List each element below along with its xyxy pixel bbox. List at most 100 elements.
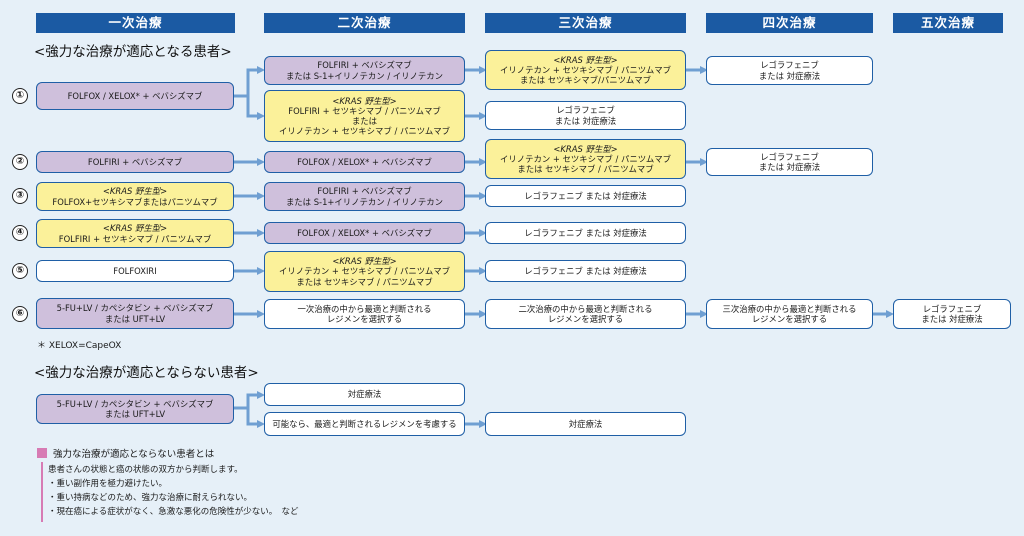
header-first-line: 一次治療	[36, 13, 235, 33]
box-text-line: <KRAS 野生型>	[332, 95, 397, 106]
regimen-box: <KRAS 野生型>イリノテカン + セツキシマブ / パニツムマブまたは セツ…	[264, 251, 465, 292]
regimen-box: FOLFIRI + ベバシズマブまたは S-1+イリノテカン / イリノテカン	[264, 182, 465, 211]
regimen-box: 対症療法	[264, 383, 465, 406]
regimen-box: 一次治療の中から最適と判断されるレジメンを選択する	[264, 299, 465, 329]
row-number-4: ④	[12, 225, 28, 241]
footnote-xelox: ＊ XELOX=CapeOX	[37, 341, 122, 351]
regimen-box: <KRAS 野生型>イリノテカン + セツキシマブ / パニツムマブまたは セツ…	[485, 139, 686, 179]
box-text-line: イリノテカン + セツキシマブ / パニツムマブ	[278, 266, 451, 277]
box-text-line: または S-1+イリノテカン / イリノテカン	[285, 70, 444, 81]
regimen-box: FOLFOX / XELOX* + ベバシズマブ	[264, 222, 465, 244]
box-text-line: イリノテカン + セツキシマブ / パニツムマブ	[278, 126, 451, 137]
row-number-3: ③	[12, 188, 28, 204]
box-text-line: 可能なら、最適と判断されるレジメンを考慮する	[272, 418, 457, 429]
legend-line: 患者さんの状態と癌の状態の双方から判断します。	[48, 465, 243, 475]
section-title-non-intensive: <強力な治療が適応とならない患者>	[34, 365, 259, 381]
row-number-2: ②	[12, 154, 28, 170]
regimen-box: FOLFIRI + ベバシズマブ	[36, 151, 234, 173]
header-fifth-line: 五次治療	[893, 13, 1003, 33]
box-text-line: FOLFOX / XELOX* + ベバシズマブ	[67, 90, 203, 101]
box-text-line: FOLFOX / XELOX* + ベバシズマブ	[297, 227, 432, 238]
row-number-5: ⑤	[12, 263, 28, 279]
box-text-line: 5-FU+LV / カペシタビン + ベバシズマブ	[56, 303, 214, 314]
regimen-box: FOLFOX / XELOX* + ベバシズマブ	[36, 82, 234, 110]
box-text-line: FOLFIRI + ベバシズマブ	[87, 156, 183, 167]
box-text-line: FOLFOX+セツキシマブまたはパニツムマブ	[52, 196, 218, 207]
box-text-line: 5-FU+LV / カペシタビン + ベバシズマブ	[56, 398, 214, 409]
box-text-line: FOLFIRI + セツキシマブ / パニツムマブ	[58, 233, 212, 244]
regimen-box: FOLFIRI + ベバシズマブまたは S-1+イリノテカン / イリノテカン	[264, 56, 465, 85]
box-text-line: または UFT+LV	[104, 313, 166, 324]
legend-line: ・重い副作用を極力避けたい。	[48, 479, 168, 489]
regimen-box: <KRAS 野生型>FOLFIRI + セツキシマブ / パニツムマブまたはイリ…	[264, 90, 465, 142]
legend-line: ・現在癌による症状がなく、急激な悪化の危険性が少ない。 など	[48, 507, 299, 517]
row-number-1: ①	[12, 88, 28, 104]
box-text-line: <KRAS 野生型>	[553, 54, 618, 65]
box-text-line: レゴラフェニブ	[760, 60, 819, 71]
regimen-box: 5-FU+LV / カペシタビン + ベバシズマブまたは UFT+LV	[36, 394, 234, 424]
box-text-line: レゴラフェニブ	[556, 105, 615, 116]
regimen-box: 二次治療の中から最適と判断されるレジメンを選択する	[485, 299, 686, 329]
regimen-box: レゴラフェニブまたは 対症療法	[893, 299, 1011, 329]
regimen-box: レゴラフェニブ または 対症療法	[485, 222, 686, 244]
box-text-line: FOLFOXIRI	[113, 265, 157, 276]
section-title-intensive: <強力な治療が適応となる患者>	[34, 44, 232, 60]
box-text-line: イリノテカン + セツキシマブ / パニツムマブ	[499, 153, 672, 164]
box-text-line: または S-1+イリノテカン / イリノテカン	[285, 196, 444, 207]
box-text-line: FOLFIRI + ベバシズマブ	[317, 60, 412, 71]
regimen-box: <KRAS 野生型>FOLFOX+セツキシマブまたはパニツムマブ	[36, 182, 234, 211]
regimen-box: レゴラフェニブまたは 対症療法	[485, 101, 686, 130]
box-text-line: レゴラフェニブ	[922, 303, 982, 314]
legend-bar	[41, 462, 43, 522]
regimen-box: <KRAS 野生型>FOLFIRI + セツキシマブ / パニツムマブ	[36, 219, 234, 248]
header-fourth-line: 四次治療	[706, 13, 873, 33]
regimen-box: 可能なら、最適と判断されるレジメンを考慮する	[264, 412, 465, 436]
box-text-line: または セツキシマブ / パニツムマブ	[517, 164, 654, 175]
box-text-line: <KRAS 野生型>	[332, 256, 397, 267]
box-text-line: または セツキシマブ / パニツムマブ	[296, 276, 433, 287]
box-text-line: 対症療法	[347, 389, 382, 400]
regimen-box: 5-FU+LV / カペシタビン + ベバシズマブまたは UFT+LV	[36, 298, 234, 329]
box-text-line: 対症療法	[568, 418, 603, 429]
box-text-line: または 対症療法	[554, 115, 617, 126]
regimen-box: レゴラフェニブ または 対症療法	[485, 185, 686, 207]
regimen-box: FOLFOX / XELOX* + ベバシズマブ	[264, 151, 465, 173]
box-text-line: FOLFIRI + セツキシマブ / パニツムマブ	[288, 105, 441, 116]
box-text-line: レゴラフェニブ	[760, 151, 819, 162]
regimen-box: 三次治療の中から最適と判断されるレジメンを選択する	[706, 299, 873, 329]
regimen-box: FOLFOXIRI	[36, 260, 234, 282]
box-text-line: 三次治療の中から最適と判断される	[722, 303, 857, 314]
box-text-line: <KRAS 野生型>	[102, 186, 168, 197]
box-text-line: FOLFOX / XELOX* + ベバシズマブ	[297, 156, 432, 167]
header-third-line: 三次治療	[485, 13, 686, 33]
box-text-line: FOLFIRI + ベバシズマブ	[317, 186, 412, 197]
box-text-line: または	[351, 116, 378, 126]
box-text-line: レジメンを選択する	[326, 314, 403, 324]
header-second-line: 二次治療	[264, 13, 465, 33]
box-text-line: または UFT+LV	[104, 409, 166, 419]
box-text-line: または 対症療法	[758, 70, 821, 81]
legend-line: ・重い持病などのため、強力な治療に耐えられない。	[48, 493, 253, 503]
box-text-line: レゴラフェニブ または 対症療法	[524, 227, 647, 238]
regimen-box: 対症療法	[485, 412, 686, 436]
regimen-box: レゴラフェニブ または 対症療法	[485, 260, 686, 282]
legend-title: 強力な治療が適応とならない患者とは	[53, 449, 215, 460]
box-text-line: または 対症療法	[921, 314, 983, 324]
legend-marker	[37, 448, 47, 458]
box-text-line: イリノテカン + セツキシマブ / パニツムマブ	[499, 64, 672, 75]
box-text-line: または セツキシマブ/パニツムマブ	[520, 75, 651, 86]
regimen-box: <KRAS 野生型>イリノテカン + セツキシマブ / パニツムマブまたは セツ…	[485, 50, 686, 90]
box-text-line: レジメンを選択する	[751, 314, 828, 324]
row-number-6: ⑥	[12, 306, 28, 322]
box-text-line: レゴラフェニブ または 対症療法	[524, 265, 647, 276]
box-text-line: レジメンを選択する	[547, 314, 624, 324]
box-text-line: レゴラフェニブ または 対症療法	[524, 190, 647, 201]
box-text-line: または 対症療法	[758, 162, 821, 172]
regimen-box: レゴラフェニブまたは 対症療法	[706, 148, 873, 176]
box-text-line: <KRAS 野生型>	[553, 143, 618, 154]
box-text-line: <KRAS 野生型>	[102, 223, 168, 234]
regimen-box: レゴラフェニブまたは 対症療法	[706, 56, 873, 85]
box-text-line: 二次治療の中から最適と判断される	[518, 303, 653, 314]
box-text-line: 一次治療の中から最適と判断される	[297, 303, 432, 314]
